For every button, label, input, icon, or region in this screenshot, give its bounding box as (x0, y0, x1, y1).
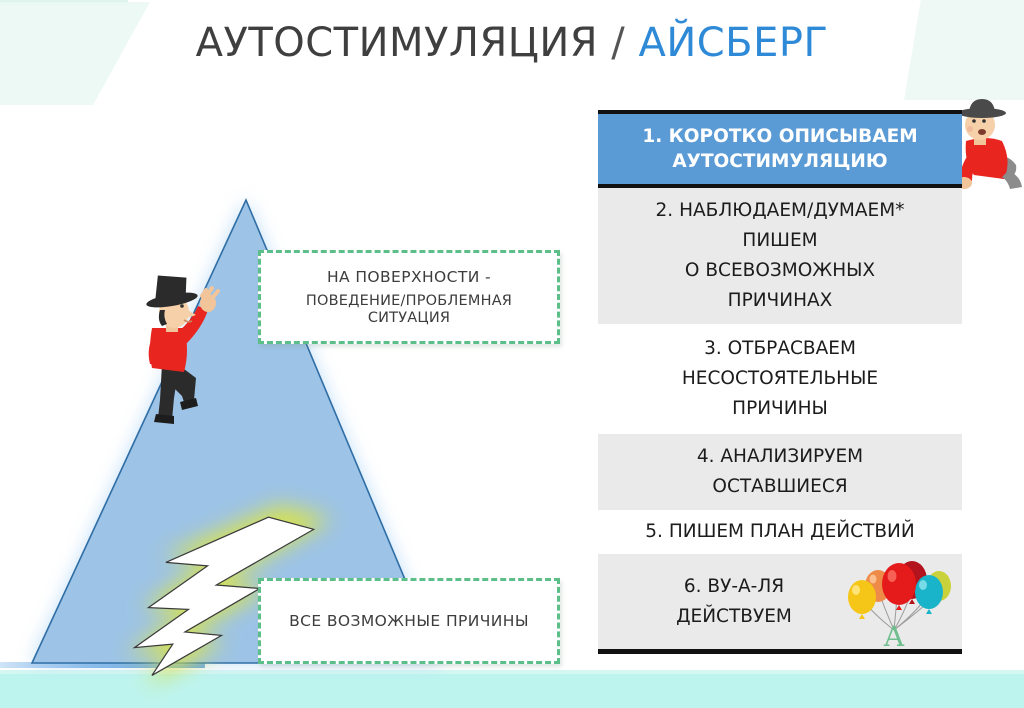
step-2-line1: 2. НАБЛЮДАЕМ/ДУМАЕМ* (655, 200, 905, 221)
step-6-line2: ДЕЙСТВУЕМ (676, 605, 792, 627)
step-6-text: 6. ВУ-А-ЛЯ ДЕЙСТВУЕМ (598, 572, 962, 632)
step-row-2[interactable]: 2. НАБЛЮДАЕМ/ДУМАЕМ* ПИШЕМ О ВСЕВОЗМОЖНЫ… (598, 188, 962, 324)
callout-surface[interactable]: НА ПОВЕРХНОСТИ - ПОВЕДЕНИЕ/ПРОБЛЕМНАЯ СИ… (258, 250, 560, 344)
balloons-illustration: А (844, 560, 956, 653)
callout-surface-line2: ПОВЕДЕНИЕ/ПРОБЛЕМНАЯ (305, 292, 513, 309)
iceberg-triangle (18, 175, 468, 685)
step-row-3[interactable]: 3. ОТБРАСВАЕМ НЕСОСТОЯТЕЛЬНЫЕ ПРИЧИНЫ (598, 324, 962, 434)
page-title: АУТОСТИМУЛЯЦИЯ / АЙСБЕРГ (196, 20, 829, 66)
step-4-line2: ОСТАВШИЕСЯ (712, 476, 848, 497)
step-1-text: 1. КОРОТКО ОПИСЫВАЕМ АУТОСТИМУЛЯЦИЮ (598, 124, 962, 174)
callout-causes-line1: ВСЕ ВОЗМОЖНЫЕ ПРИЧИНЫ (289, 612, 529, 630)
decor-bottom-band-light (0, 670, 1024, 674)
callout-causes[interactable]: ВСЕ ВОЗМОЖНЫЕ ПРИЧИНЫ (258, 578, 560, 664)
decor-blue-strip (0, 662, 205, 668)
step-6-line1: 6. ВУ-А-ЛЯ (683, 575, 785, 597)
step-2-line4: ПРИЧИНАХ (727, 290, 833, 311)
iceberg-illustration (18, 175, 468, 687)
step-5-line1: 5. ПИШЕМ ПЛАН ДЕЙСТВИЙ (645, 521, 915, 542)
step-3-line1: 3. ОТБРАСВАЕМ (704, 338, 856, 359)
step-3-line2: НЕСОСТОЯТЕЛЬНЫЕ (681, 368, 879, 389)
step-1-line2: АУТОСТИМУЛЯЦИЮ (672, 151, 888, 172)
lightning-crack (48, 505, 348, 705)
step-row-4[interactable]: 4. АНАЛИЗИРУЕМ ОСТАВШИЕСЯ (598, 434, 962, 510)
decor-bottom-band (0, 674, 1024, 708)
svg-text:А: А (883, 620, 904, 648)
step-5-text: 5. ПИШЕМ ПЛАН ДЕЙСТВИЙ (598, 517, 962, 547)
step-2-line3: О ВСЕВОЗМОЖНЫХ (684, 260, 876, 281)
step-3-line3: ПРИЧИНЫ (732, 398, 828, 419)
title-separator: / (598, 20, 639, 66)
step-row-1[interactable]: 1. КОРОТКО ОПИСЫВАЕМ АУТОСТИМУЛЯЦИЮ (598, 114, 962, 188)
decor-top-right-shape (904, 0, 1024, 100)
step-2-text: 2. НАБЛЮДАЕМ/ДУМАЕМ* ПИШЕМ О ВСЕВОЗМОЖНЫ… (598, 196, 962, 316)
callout-surface-line3: СИТУАЦИЯ (367, 309, 451, 326)
step-4-text: 4. АНАЛИЗИРУЕМ ОСТАВШИЕСЯ (598, 442, 962, 502)
slide-header: АУТОСТИМУЛЯЦИЯ / АЙСБЕРГ (0, 20, 1024, 66)
step-4-line1: 4. АНАЛИЗИРУЕМ (696, 446, 864, 467)
step-row-6[interactable]: 6. ВУ-А-ЛЯ ДЕЙСТВУЕМ (598, 554, 962, 654)
step-2-line2: ПИШЕМ (742, 230, 818, 251)
climber-figure (122, 272, 232, 432)
title-main-text: АУТОСТИМУЛЯЦИЯ (195, 20, 599, 66)
step-1-line1: 1. КОРОТКО ОПИСЫВАЕМ (642, 126, 918, 147)
lightning-shape (48, 505, 348, 705)
title-accent-text: АЙСБЕРГ (638, 20, 829, 66)
step-row-5[interactable]: 5. ПИШЕМ ПЛАН ДЕЙСТВИЙ (598, 510, 962, 554)
step-3-text: 3. ОТБРАСВАЕМ НЕСОСТОЯТЕЛЬНЫЕ ПРИЧИНЫ (598, 334, 962, 424)
steps-table: 1. КОРОТКО ОПИСЫВАЕМ АУТОСТИМУЛЯЦИЮ 2. Н… (598, 110, 962, 654)
callout-surface-line1: НА ПОВЕРХНОСТИ - (326, 267, 492, 286)
corner-character-figure (952, 95, 1024, 195)
